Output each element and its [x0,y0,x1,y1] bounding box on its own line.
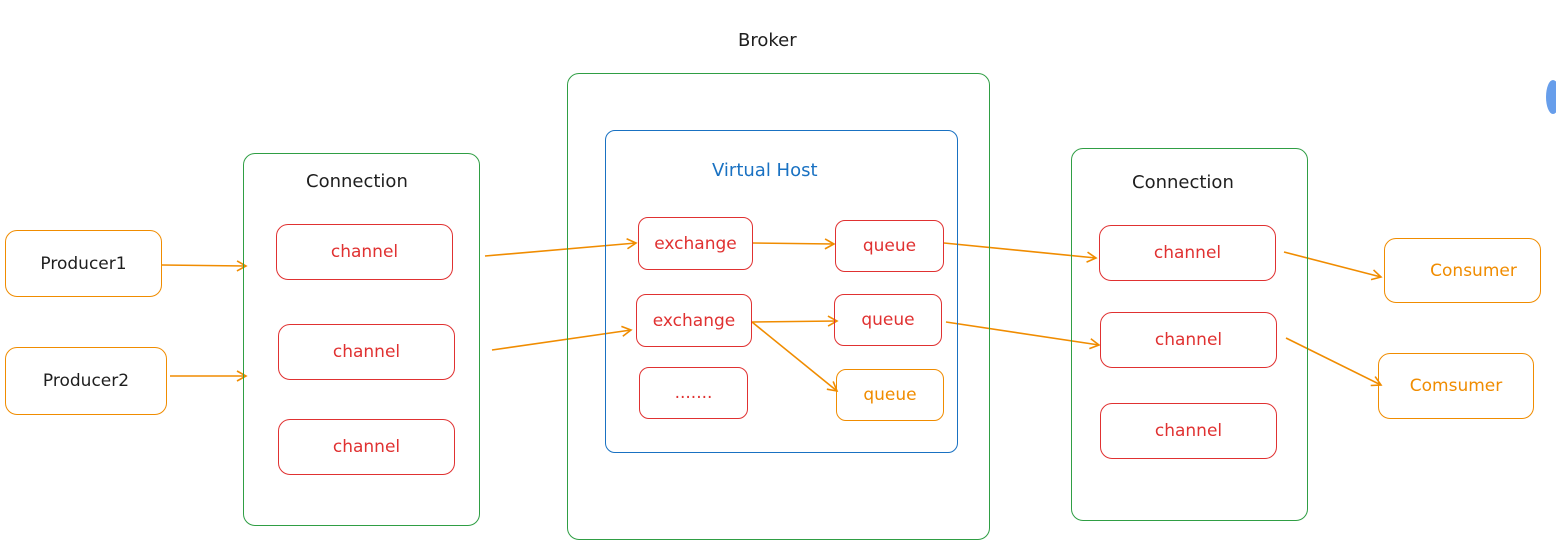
left-channel-1[interactable]: channel [276,224,453,280]
arrow-producer1-to-connection [161,260,248,272]
virtual-host-title: Virtual Host [712,160,818,181]
producer-1[interactable]: Producer1 [5,230,162,297]
queue-1[interactable]: queue [835,220,944,272]
right-channel-1[interactable]: channel [1099,225,1276,281]
arrow-right-channel2-to-consumer2 [1285,337,1383,387]
left-connection-title: Connection [306,171,408,192]
arrow-exchange2-to-queue3 [751,321,839,393]
blue-circle-icon [1546,80,1556,114]
consumer-2[interactable]: Comsumer [1378,353,1534,419]
arrow-right-channel1-to-consumer1 [1283,251,1383,281]
virtual-host-container [605,130,958,453]
broker-title: Broker [738,30,797,51]
right-channel-3[interactable]: channel [1100,403,1277,459]
arrow-channel1-to-exchange1 [484,238,638,257]
arrow-exchange1-to-queue1 [751,238,836,250]
arrow-queue1-to-right-channel1 [943,242,1098,263]
left-connection-container [243,153,480,526]
exchange-1[interactable]: exchange [638,217,753,270]
broker-container [567,73,990,540]
right-connection-container [1071,148,1308,521]
queue-2[interactable]: queue [834,294,942,346]
arrow-exchange2-to-queue2 [751,315,839,327]
queue-3[interactable]: queue [836,369,944,421]
left-channel-3[interactable]: channel [278,419,455,475]
right-connection-title: Connection [1132,172,1234,193]
arrow-channel2-to-exchange2 [491,325,633,351]
right-channel-2[interactable]: channel [1100,312,1277,368]
exchange-placeholder[interactable]: ....... [639,367,748,419]
arrow-queue2-to-right-channel2 [945,321,1101,350]
consumer-1[interactable]: Consumer [1384,238,1541,303]
left-channel-2[interactable]: channel [278,324,455,380]
exchange-2[interactable]: exchange [636,294,752,347]
producer-2[interactable]: Producer2 [5,347,167,415]
